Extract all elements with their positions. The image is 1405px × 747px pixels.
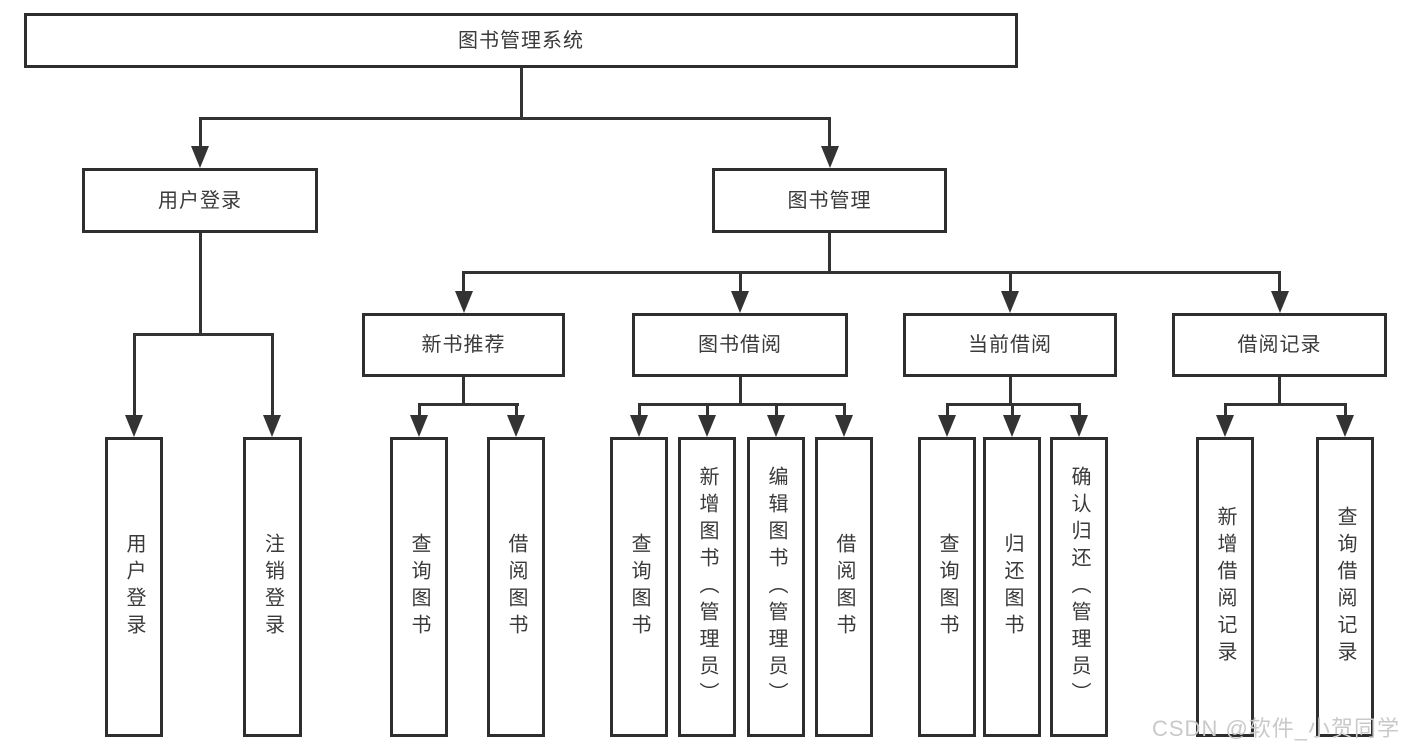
leaf-query-books-borrowing: 查询图书 (610, 437, 668, 737)
connector-arrow (835, 415, 853, 437)
node-borrowing-records: 借阅记录 (1172, 313, 1387, 377)
connector-arrow (454, 291, 473, 313)
node-book-management: 图书管理 (712, 168, 947, 233)
connector-root-stem (519, 68, 523, 119)
connector (132, 333, 136, 415)
connector (270, 333, 274, 415)
node-new-book-recommendation: 新书推荐 (362, 313, 565, 377)
csdn-watermark: CSDN @软件_小贺同学 (1152, 716, 1401, 741)
connector-arrow (820, 146, 839, 168)
connector-user-login-rail (132, 333, 274, 336)
connector-rail (637, 403, 846, 406)
connector-arrow (507, 415, 525, 437)
node-label: 借阅图书 (505, 533, 527, 641)
node-label: 查询图书 (408, 533, 430, 641)
leaf-query-borrow-record: 查询借阅记录 (1316, 437, 1374, 737)
node-label: 查询图书 (628, 533, 650, 641)
connector (1278, 271, 1281, 291)
node-label: 确认归还（管理员） (1068, 465, 1090, 709)
connector (637, 403, 641, 415)
leaf-edit-books-admin: 编辑图书（管理员） (747, 437, 805, 737)
connector-book-management-stem (828, 233, 831, 274)
connector (417, 403, 421, 415)
connector-arrow (938, 415, 956, 437)
connector-arrow (731, 291, 749, 313)
connector-rail (1223, 403, 1347, 406)
connector (1008, 271, 1012, 291)
connector-arrow (1336, 415, 1354, 437)
leaf-user-login: 用户登录 (105, 437, 163, 737)
connector-level2-rail (198, 117, 831, 120)
node-label: 归还图书 (1001, 533, 1023, 641)
connector-level3-rail (462, 271, 1281, 274)
connector-rail (417, 403, 519, 406)
connector (1010, 403, 1014, 415)
connector (462, 271, 465, 291)
connector (828, 117, 831, 146)
connector (1223, 403, 1227, 415)
connector (842, 403, 846, 415)
node-label: 借阅记录 (1237, 334, 1322, 356)
connector-arrow (263, 415, 281, 437)
leaf-confirm-return-admin: 确认归还（管理员） (1050, 437, 1108, 737)
connector-stem (738, 377, 742, 406)
node-label: 借阅图书 (833, 533, 855, 641)
connector-stem (1278, 377, 1281, 406)
connector-user-login-stem (198, 233, 202, 336)
connector-arrow (630, 415, 648, 437)
leaf-logout: 注销登录 (243, 437, 302, 737)
node-label: 用户登录 (158, 189, 242, 212)
connector-arrow (1216, 415, 1234, 437)
connector (198, 117, 202, 146)
node-label: 编辑图书（管理员） (765, 465, 787, 709)
connector-arrow (1070, 415, 1088, 437)
connector-arrow (1270, 291, 1289, 313)
connector-arrow (767, 415, 785, 437)
leaf-return-books: 归还图书 (983, 437, 1041, 737)
node-label: 新增借阅记录 (1214, 506, 1236, 668)
node-label: 注销登录 (261, 533, 284, 641)
leaf-query-books-recommend: 查询图书 (390, 437, 448, 737)
node-book-borrowing: 图书借阅 (632, 313, 848, 377)
node-label: 图书管理系统 (458, 29, 584, 52)
connector (945, 403, 949, 415)
connector (1077, 403, 1081, 415)
connector-arrow (191, 146, 209, 168)
leaf-borrow-books-recommend: 借阅图书 (487, 437, 545, 737)
node-label: 查询图书 (936, 533, 958, 641)
connector-arrow (698, 415, 716, 437)
connector (774, 403, 778, 415)
connector-arrow (1003, 415, 1021, 437)
connector-arrow (410, 415, 428, 437)
node-library-management-system: 图书管理系统 (24, 13, 1018, 68)
connector (514, 403, 518, 415)
node-label: 图书借阅 (698, 334, 782, 356)
node-label: 查询借阅记录 (1334, 506, 1356, 668)
node-user-login: 用户登录 (82, 168, 318, 233)
connector-stem (1008, 377, 1012, 406)
connector-arrow (125, 415, 143, 437)
node-current-borrowing: 当前借阅 (903, 313, 1117, 377)
connector (738, 271, 742, 291)
connector-arrow (1001, 291, 1019, 313)
node-label: 当前借阅 (968, 334, 1052, 356)
leaf-borrow-books: 借阅图书 (815, 437, 873, 737)
node-label: 新书推荐 (421, 334, 506, 356)
connector-stem (462, 377, 465, 406)
leaf-query-books-current: 查询图书 (918, 437, 976, 737)
connector (1343, 403, 1347, 415)
node-label: 用户登录 (123, 533, 145, 641)
node-label: 新增图书（管理员） (696, 465, 718, 709)
node-label: 图书管理 (787, 189, 872, 212)
leaf-add-books-admin: 新增图书（管理员） (678, 437, 736, 737)
connector (705, 403, 709, 415)
leaf-add-borrow-record: 新增借阅记录 (1196, 437, 1254, 737)
